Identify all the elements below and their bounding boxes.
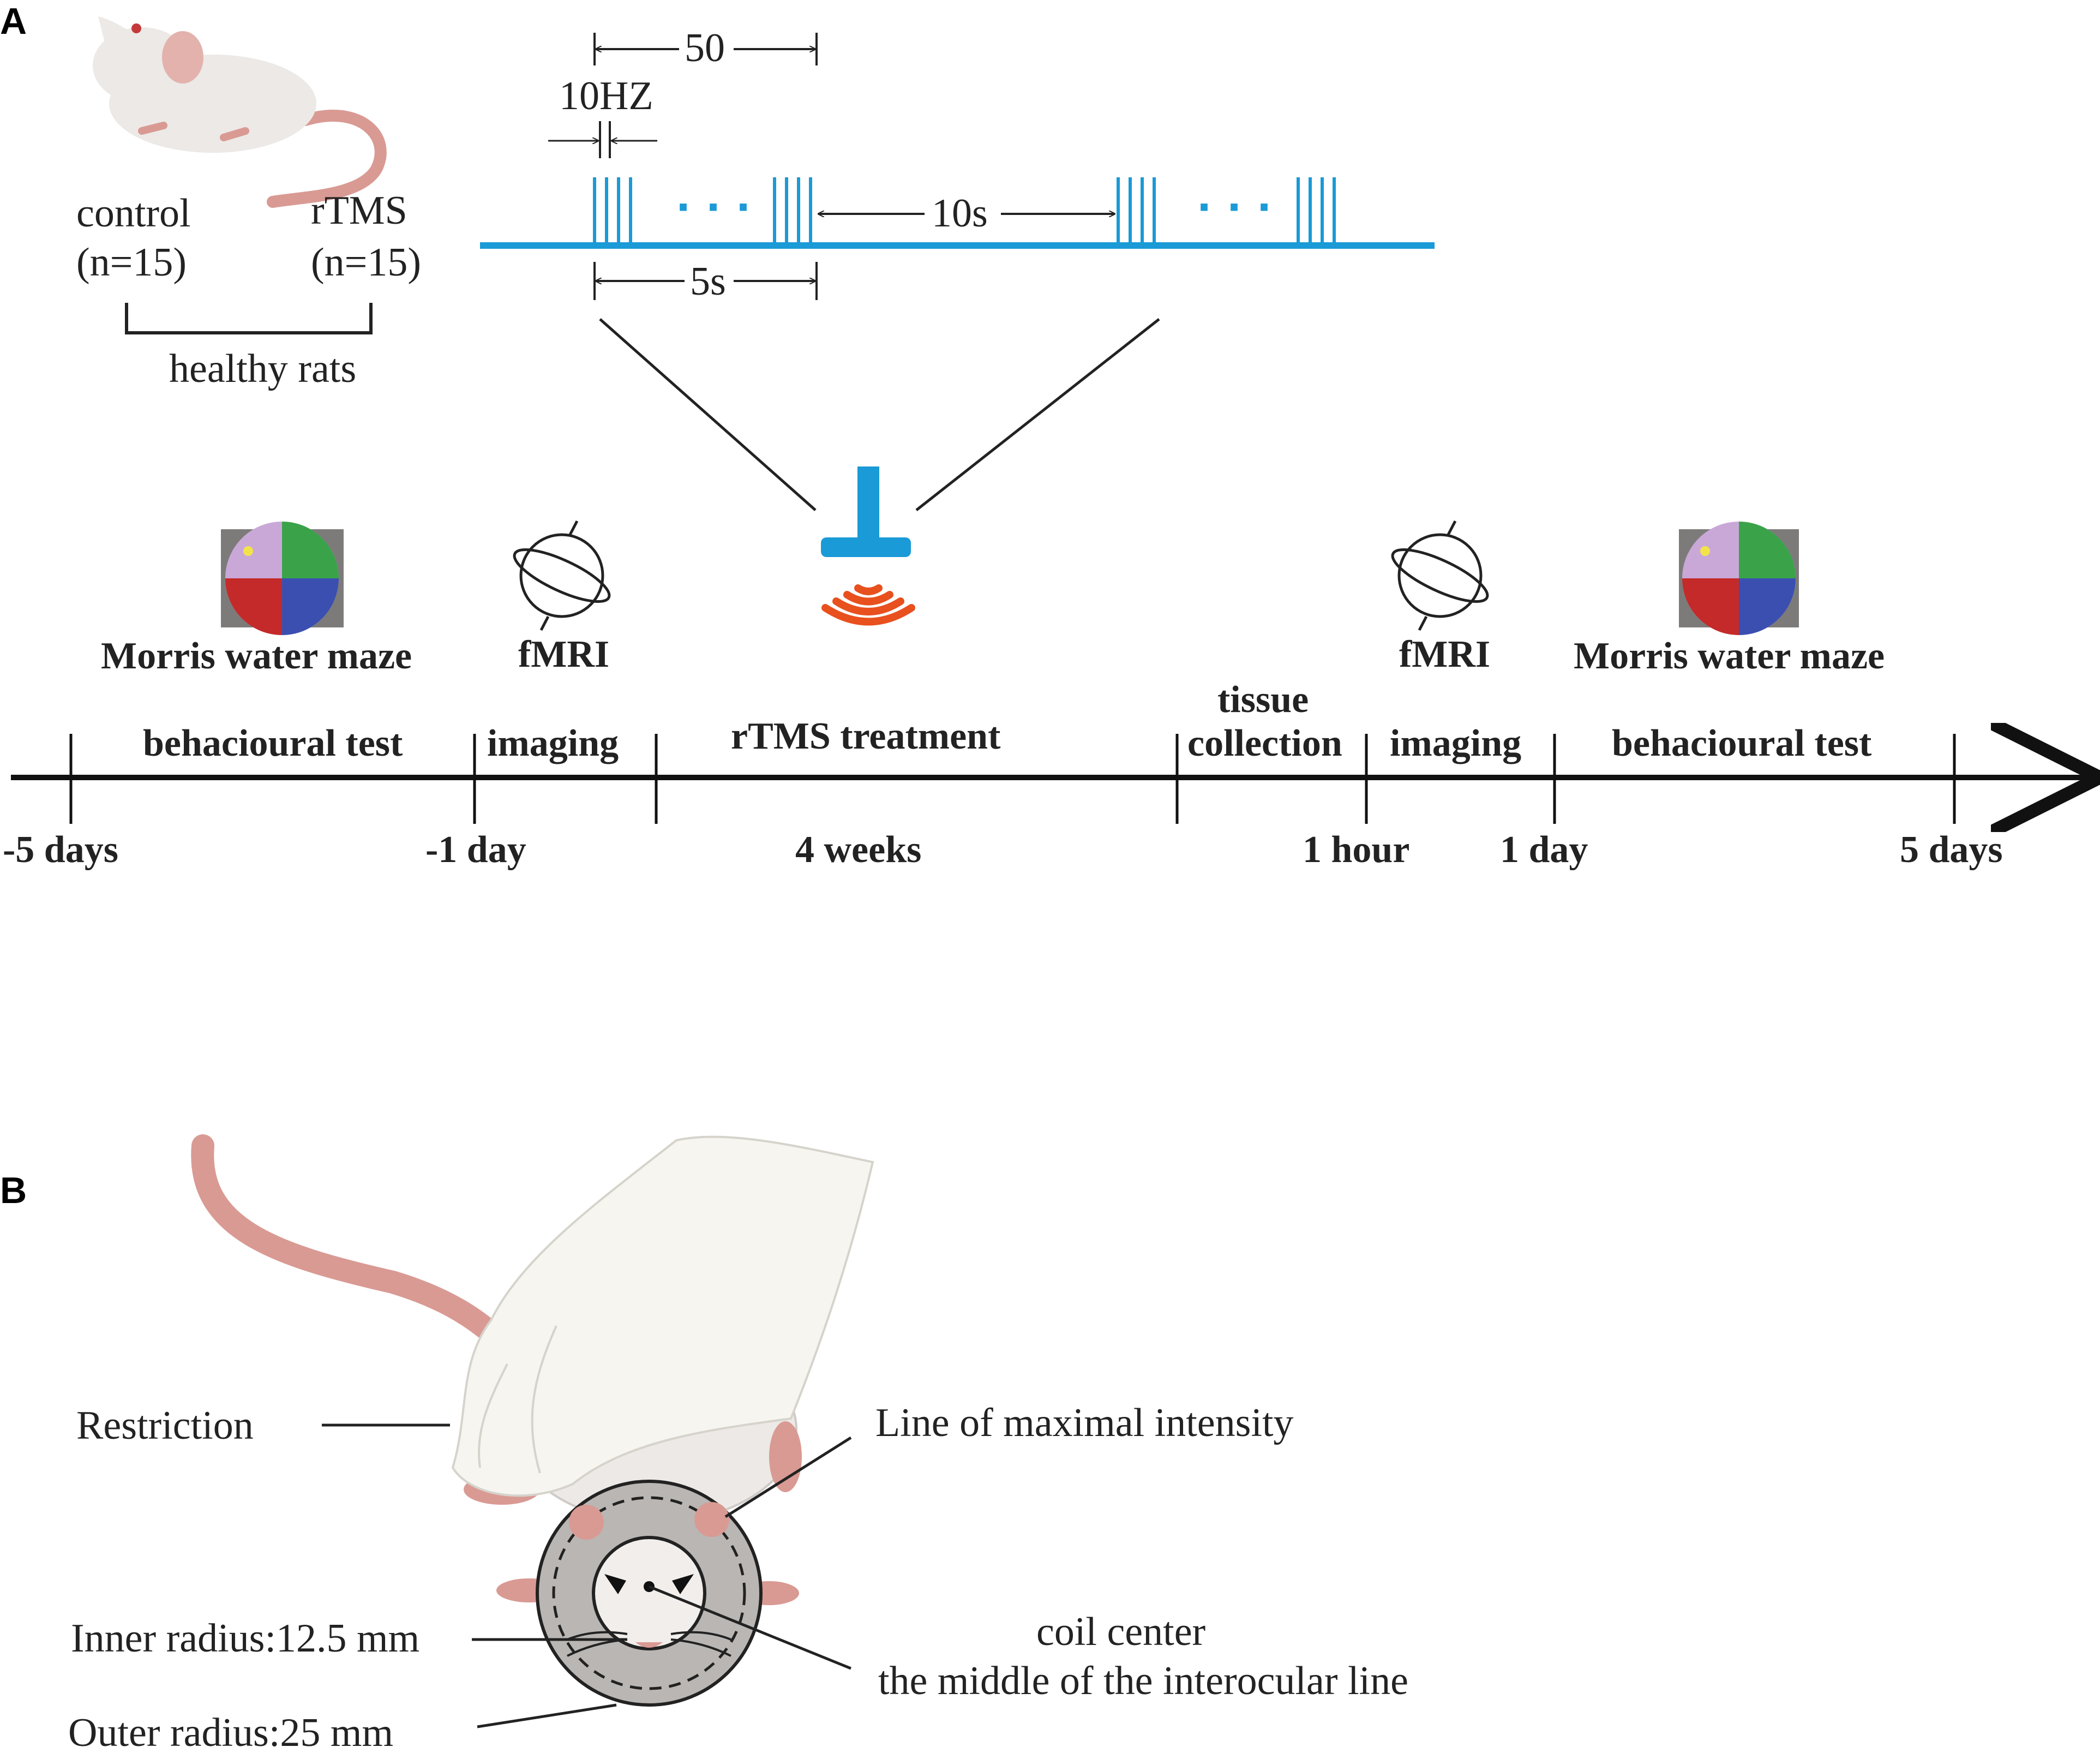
restrained-rat-illustration xyxy=(191,1134,874,1707)
inter-train-label: 10s xyxy=(932,191,988,236)
tms-coil-icon xyxy=(821,466,911,557)
phase-imaging-left: imaging xyxy=(487,722,619,764)
dim-50-label: 50 xyxy=(685,26,725,70)
phase-imaging-right: imaging xyxy=(1390,722,1521,764)
zoom-line-left xyxy=(599,318,817,511)
pulse-ellipsis-2: · · · xyxy=(1197,180,1274,235)
group-control-n: (n=15) xyxy=(76,240,187,285)
tick-minus1-day: -1 day xyxy=(425,829,526,871)
group-rtms-label: rTMS xyxy=(311,188,407,233)
pulse-train-4 xyxy=(1297,177,1336,246)
morris-maze-icon-right xyxy=(1679,522,1799,635)
morris-maze-icon-left xyxy=(221,522,344,635)
panel-a-label: A xyxy=(0,1,27,42)
timeline xyxy=(11,734,2089,824)
group-control-label: control xyxy=(76,191,191,236)
coil-center-label: coil center xyxy=(1036,1610,1205,1654)
tick-1-hour: 1 hour xyxy=(1303,829,1409,871)
coil-center-leader xyxy=(649,1585,851,1670)
tick-1-day: 1 day xyxy=(1500,829,1588,871)
outer-radius-leader xyxy=(477,1703,617,1728)
max-intensity-label: Line of maximal intensity xyxy=(875,1401,1294,1445)
outer-radius-label: Outer radius:25 mm xyxy=(68,1710,393,1753)
fmri-icon-right xyxy=(1391,520,1489,631)
phase-rtms-treatment: rTMS treatment xyxy=(731,715,1000,757)
phase-tissue-line2: collection xyxy=(1187,722,1342,764)
mwm-label-left: Morris water maze xyxy=(101,635,412,677)
restriction-label: Restriction xyxy=(76,1403,254,1448)
inner-radius-label: Inner radius:12.5 mm xyxy=(71,1616,419,1661)
tick-5-days: 5 days xyxy=(1900,829,2003,871)
group-bracket xyxy=(125,303,373,334)
phase-behav-left: behacioural test xyxy=(143,722,403,764)
max-line-leader xyxy=(724,1436,852,1518)
healthy-rats-label: healthy rats xyxy=(169,346,356,391)
mwm-label-right: Morris water maze xyxy=(1574,635,1885,677)
interocular-label: the middle of the interocular line xyxy=(878,1659,1408,1703)
frequency-label: 10HZ xyxy=(559,74,653,118)
fmri-label-left: fMRI xyxy=(518,633,609,675)
pulse-train-3 xyxy=(1117,177,1156,246)
magnetic-pulse-icon xyxy=(821,584,915,626)
zoom-line-right xyxy=(915,318,1160,511)
fmri-label-right: fMRI xyxy=(1399,633,1490,675)
phase-behav-right: behacioural test xyxy=(1612,722,1871,764)
fmri-icon-left xyxy=(513,520,611,631)
pulse-train-2 xyxy=(773,177,812,246)
tick-4-weeks: 4 weeks xyxy=(795,829,921,871)
pulse-protocol-diagram: · · · · · · 50 10HZ 10s 5s xyxy=(480,26,1435,304)
tick-minus5-days: -5 days xyxy=(3,829,118,871)
rat-illustration xyxy=(93,16,387,208)
group-rtms-n: (n=15) xyxy=(311,240,421,285)
panel-b-label: B xyxy=(0,1170,27,1211)
pulse-train-1 xyxy=(593,177,632,246)
train-duration-label: 5s xyxy=(690,259,726,304)
phase-tissue-line1: tissue xyxy=(1217,679,1309,721)
pulse-ellipsis-1: · · · xyxy=(676,180,753,235)
timeline-ticks xyxy=(69,734,1956,824)
